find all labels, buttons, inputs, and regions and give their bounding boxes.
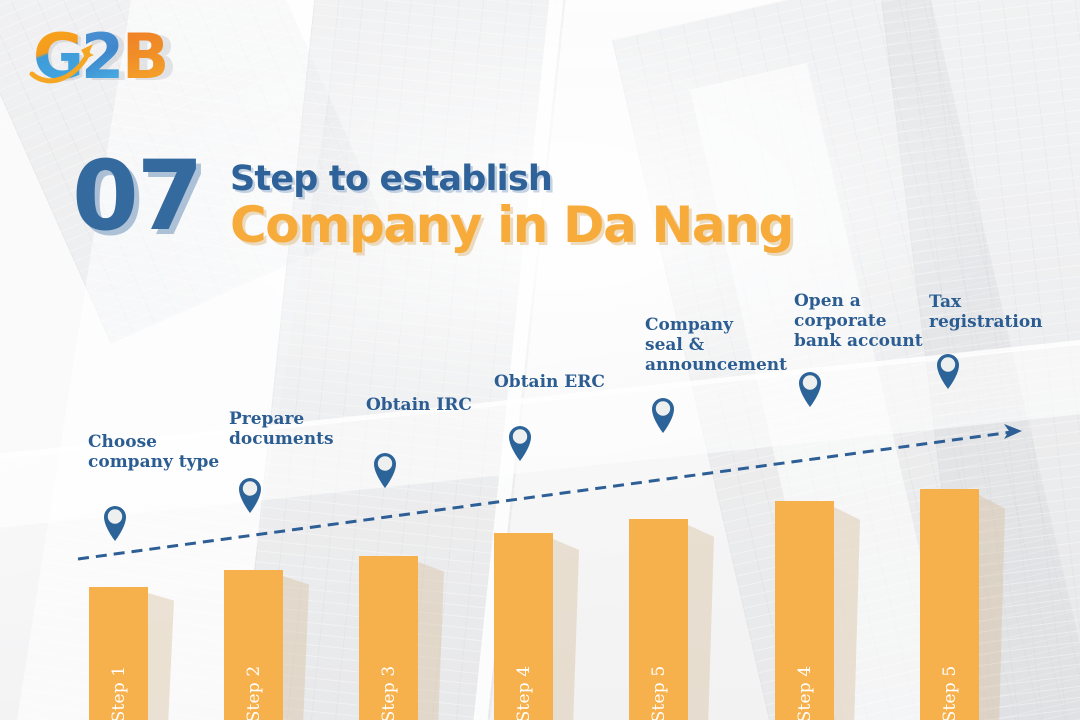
step-annotation-5: Company seal & announcement: [645, 315, 787, 375]
title-block: Step to establish Company in Da Nang: [230, 159, 794, 254]
map-pin-icon-step-5[interactable]: [646, 392, 680, 434]
bar-step-4[interactable]: Step 4: [494, 533, 553, 720]
map-pin-icon-step-2[interactable]: [233, 472, 267, 514]
step-annotation-2: Prepare documents: [229, 409, 334, 449]
step-annotation-1: Choose company type: [88, 432, 220, 472]
logo-letter-b: B: [122, 22, 169, 93]
step-annotation-6: Open a corporate bank account: [794, 291, 923, 351]
bar-step-7[interactable]: Step 5: [920, 489, 979, 720]
map-pin-icon-step-6[interactable]: [793, 366, 827, 408]
step-annotation-7: Tax registration: [929, 292, 1043, 332]
logo-swoosh: [29, 51, 91, 84]
g2b-logo[interactable]: G2B G 2 B: [26, 22, 196, 98]
map-pin-icon-step-1[interactable]: [98, 500, 132, 542]
step-count-number: 07: [72, 140, 204, 252]
step-annotation-4: Obtain ERC: [494, 372, 605, 392]
bar-step-2[interactable]: Step 2: [224, 570, 283, 720]
page-subtitle: Step to establish: [230, 159, 553, 199]
bar-step-3[interactable]: Step 3: [359, 556, 418, 720]
step-annotation-3: Obtain IRC: [366, 395, 472, 415]
map-pin-icon-step-4[interactable]: [503, 420, 537, 462]
plane-icon: [81, 44, 94, 59]
bar-step-5[interactable]: Step 5: [629, 519, 688, 720]
bar-step-6[interactable]: Step 4: [775, 501, 834, 720]
map-pin-icon-step-3[interactable]: [368, 447, 402, 489]
bar-step-1[interactable]: Step 1: [89, 587, 148, 720]
logo-shadow: G2B: [36, 22, 177, 95]
map-pin-icon-step-7[interactable]: [931, 348, 965, 390]
page-title: Company in Da Nang: [230, 196, 794, 254]
